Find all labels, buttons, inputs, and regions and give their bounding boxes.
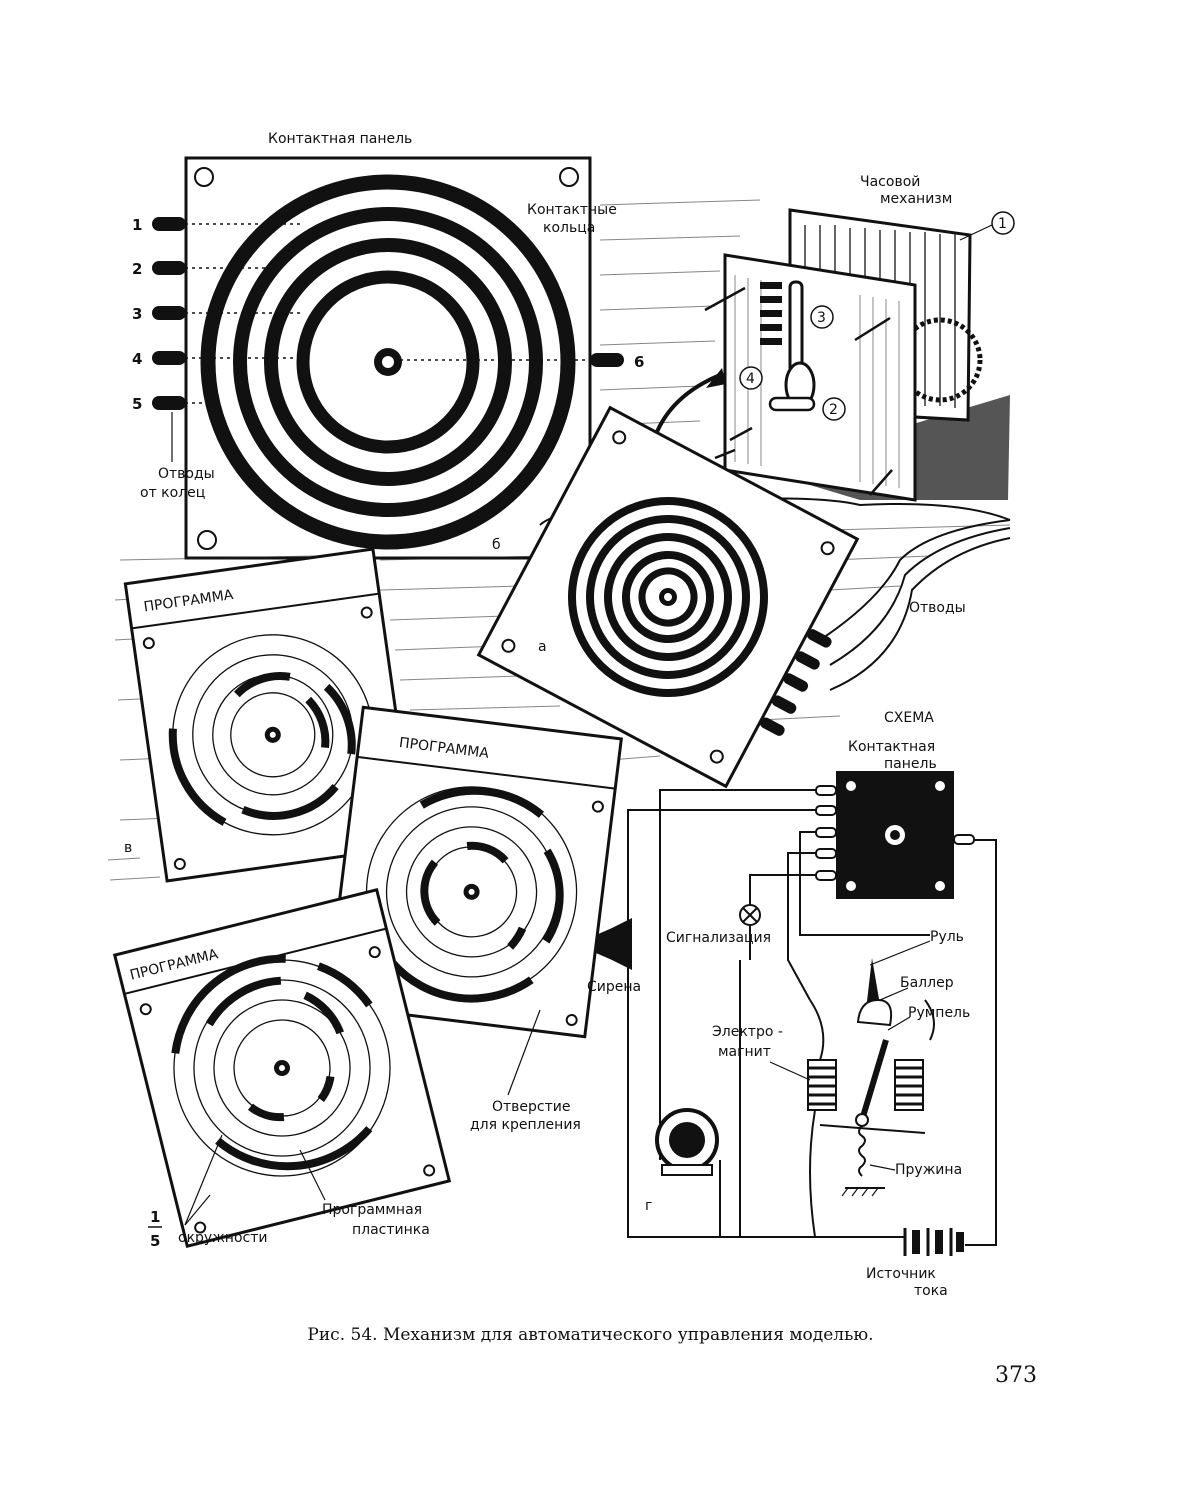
- panel-a-rings: [568, 497, 768, 697]
- terminal-1-label: 1: [132, 216, 142, 234]
- terminal-3-label: 3: [132, 305, 142, 323]
- contact-panel-title: Контактная панель: [268, 131, 412, 147]
- program-plate-1: ПРОГРАММА: [123, 547, 417, 883]
- source-label: Источник: [866, 1266, 936, 1282]
- mount-hole-label-2: для крепления: [470, 1117, 581, 1133]
- callout-2: 2: [829, 402, 838, 418]
- letter-v: в: [124, 840, 132, 856]
- fraction-bottom: 5: [150, 1232, 160, 1250]
- taps-label: Отводы: [158, 466, 215, 482]
- scheme-panel-label: Контактная: [848, 739, 935, 755]
- clock-hand: [768, 280, 816, 412]
- contact-panel-a: [476, 405, 860, 789]
- tiller-label: Румпель: [908, 1005, 970, 1021]
- fraction-top: 1: [150, 1208, 160, 1226]
- terminal-2-label: 2: [132, 260, 142, 278]
- tap-lines: [185, 223, 590, 404]
- contact-panel-b: 1 2 3 4 5 6 Контактная панель Контактные…: [132, 131, 644, 560]
- program-plate-3: ПРОГРАММА: [112, 887, 452, 1249]
- electromagnet-label-2: магнит: [718, 1044, 771, 1060]
- leads-label: Отводы: [909, 600, 966, 616]
- baller-label: Баллер: [900, 975, 954, 991]
- terminal-4-label: 4: [132, 350, 142, 368]
- tap-terminals: [152, 217, 624, 410]
- circles-label: окружности: [178, 1230, 267, 1246]
- battery-icon: [903, 1228, 964, 1256]
- terminal-5-label: 5: [132, 395, 142, 413]
- electromagnet-label: Электро -: [712, 1024, 783, 1040]
- corner-hole: [197, 530, 217, 550]
- letter-b: б: [492, 537, 501, 553]
- scheme-title: СХЕМА: [884, 710, 934, 726]
- corner-hole: [559, 167, 579, 187]
- mount-hole-label: Отверстие: [492, 1099, 571, 1115]
- program-segments-2: [389, 786, 564, 1003]
- figure-caption: Рис. 54. Механизм для автоматического уп…: [307, 1325, 874, 1345]
- clock-posts: [704, 286, 893, 496]
- siren-label: Сирена: [587, 979, 641, 995]
- scheme-panel-terminals: [815, 785, 975, 881]
- contact-rings: [200, 174, 576, 550]
- program-segments-1: [168, 672, 356, 826]
- wiring-scheme: СХЕМА Контактная панель Сигн: [587, 710, 997, 1299]
- letter-a: а: [538, 639, 547, 655]
- electromagnets: [807, 1059, 924, 1111]
- page-number: 373: [995, 1363, 1037, 1388]
- contact-rings-label: Контактные: [527, 202, 617, 218]
- clock-label-2: механизм: [880, 191, 952, 207]
- clock-label: Часовой: [860, 174, 920, 190]
- callout-4: 4: [746, 371, 755, 387]
- program-segments-3: [171, 954, 373, 1171]
- front-plate-contacts: [760, 282, 782, 345]
- corner-hole: [194, 167, 214, 187]
- gear-wheel: [897, 317, 983, 403]
- letter-g: г: [645, 1198, 652, 1214]
- scheme-leaders: [769, 940, 931, 1171]
- scheme-panel-label-2: панель: [884, 756, 937, 772]
- scheme-wires: [627, 789, 997, 1246]
- panel-a-terminals: [760, 629, 832, 736]
- plate-annotations: Отверстие для крепления Программная плас…: [148, 1009, 581, 1250]
- taps-label-2: от колец: [140, 485, 205, 501]
- callout-3: 3: [817, 310, 826, 326]
- program-plate-label: Программная: [322, 1202, 422, 1218]
- spring-label: Пружина: [895, 1162, 962, 1178]
- callout-1: 1: [998, 216, 1007, 232]
- program-plate-2: ПРОГРАММА: [325, 705, 623, 1039]
- signal-label: Сигнализация: [666, 930, 771, 946]
- program-plate-label-2: пластинка: [352, 1222, 430, 1238]
- contact-rings-label-2: кольца: [543, 220, 595, 236]
- rudder-label: Руль: [930, 929, 964, 945]
- terminal-6-label: 6: [634, 353, 644, 371]
- rudder-assembly: [819, 958, 926, 1197]
- source-label-2: тока: [914, 1283, 948, 1299]
- siren-icon: [596, 918, 632, 970]
